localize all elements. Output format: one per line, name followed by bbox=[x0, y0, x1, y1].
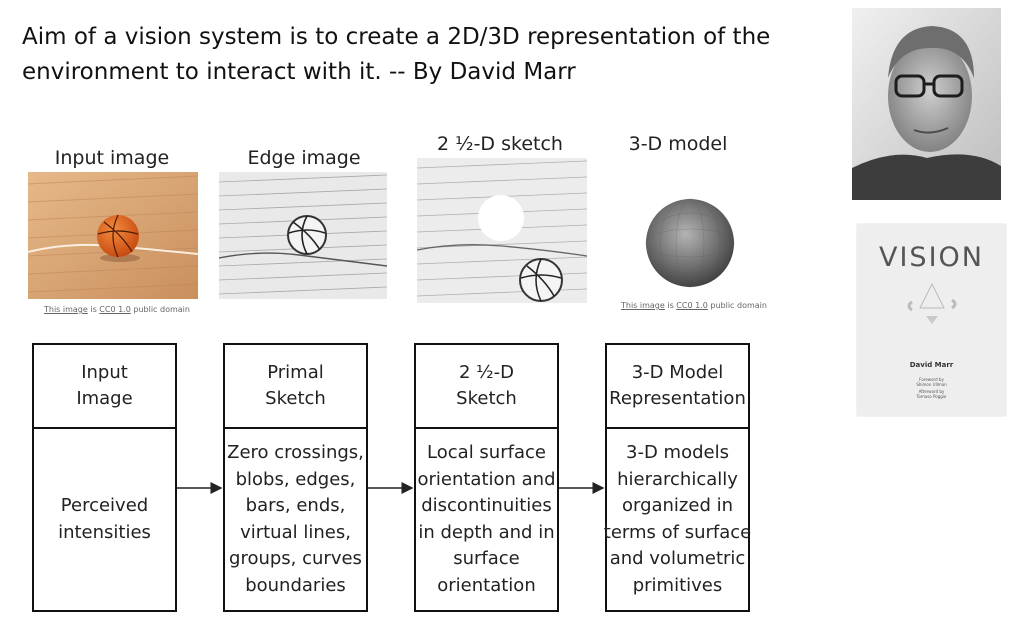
box-body-line: boundaries bbox=[245, 574, 346, 596]
stage-title-input: Input image bbox=[54, 147, 170, 169]
box-body-line: orientation bbox=[437, 574, 536, 596]
box-body-line: primitives bbox=[632, 574, 723, 596]
pipeline-box-input: Input Image Perceived intensities bbox=[32, 343, 177, 612]
vision-book-cover: VISION David Marr Foreword by Shimon Ull… bbox=[857, 224, 1006, 416]
box-body-line: Perceived bbox=[60, 495, 149, 516]
box-body-line: Local surface bbox=[427, 442, 546, 463]
box-body-line: terms of surface bbox=[603, 521, 752, 543]
portrait-photo bbox=[852, 8, 1001, 200]
image-credit-right: This image is CC0 1.0 public domain bbox=[621, 301, 767, 310]
box-body-line: Zero crossings, bbox=[227, 442, 364, 463]
3d-model-image bbox=[640, 193, 740, 293]
box-body-line: organized in bbox=[621, 495, 734, 516]
box-body: Zero crossings, blobs, edges, bars, ends… bbox=[225, 429, 366, 610]
book-author: David Marr bbox=[909, 361, 954, 369]
box-body-line: surface bbox=[453, 548, 520, 569]
box-body-line: hierarchically bbox=[617, 468, 738, 490]
book-afterword-name: Tomaso Poggio bbox=[916, 394, 947, 399]
box-header: 2 ½-D Sketch bbox=[416, 345, 557, 429]
credit-text: public domain bbox=[707, 301, 767, 310]
heading-line-1: Aim of a vision system is to create a 2D… bbox=[22, 24, 771, 50]
box-body-line: in depth and in bbox=[418, 521, 555, 543]
box-header-line: Input bbox=[81, 362, 128, 383]
box-body-line: orientation and bbox=[417, 468, 556, 490]
box-body: Perceived intensities bbox=[34, 429, 175, 610]
box-body: 3-D models hierarchically organized in t… bbox=[603, 429, 752, 610]
box-body-line: bars, ends, bbox=[245, 495, 346, 516]
credit-link-license[interactable]: CC0 1.0 bbox=[99, 305, 131, 314]
book-afterword-label: Afterword by bbox=[918, 389, 945, 394]
box-header: Input Image bbox=[34, 345, 175, 429]
credit-link-license[interactable]: CC0 1.0 bbox=[676, 301, 708, 310]
pipeline-box-3d-model: 3-D Model Representation 3-D models hier… bbox=[603, 343, 752, 612]
box-body: Local surface orientation and discontinu… bbox=[416, 429, 557, 610]
stage-title-3d: 3-D model bbox=[628, 133, 728, 155]
heading-line-2: environment to interact with it. -- By D… bbox=[22, 59, 576, 85]
box-header-line: Image bbox=[76, 388, 133, 409]
slide-heading: Aim of a vision system is to create a 2D… bbox=[22, 20, 822, 90]
stage-title-edge: Edge image bbox=[247, 147, 361, 169]
box-body-line: 3-D models bbox=[626, 442, 729, 463]
box-body-line: intensities bbox=[58, 521, 151, 543]
box-body-line: and volumetric bbox=[609, 548, 746, 569]
box-header-line: Sketch bbox=[456, 388, 517, 409]
box-header-line: 3-D Model bbox=[631, 362, 724, 383]
box-header-line: Primal bbox=[267, 362, 324, 383]
box-body-line: virtual lines, bbox=[240, 521, 351, 543]
pipeline-box-sketch: 2 ½-D Sketch Local surface orientation a… bbox=[414, 343, 559, 612]
box-header: 3-D Model Representation bbox=[607, 345, 748, 429]
pipeline-box-primal: Primal Sketch Zero crossings, blobs, edg… bbox=[223, 343, 368, 612]
image-credit-left: This image is CC0 1.0 public domain bbox=[44, 305, 190, 314]
stage-title-sketch: 2 ½-D sketch bbox=[437, 133, 563, 155]
box-body-line: groups, curves bbox=[229, 548, 362, 569]
book-foreword-label: Foreword by bbox=[919, 377, 944, 382]
credit-text: is bbox=[664, 301, 677, 310]
credit-text: public domain bbox=[130, 305, 190, 314]
box-body-line: discontinuities bbox=[421, 495, 552, 516]
box-header: Primal Sketch bbox=[225, 345, 366, 429]
input-image bbox=[28, 172, 198, 299]
box-header-line: Sketch bbox=[265, 388, 326, 409]
box-header-line: Representation bbox=[609, 388, 746, 409]
edge-image bbox=[219, 172, 387, 299]
book-cover-emblem bbox=[907, 282, 957, 324]
box-header-line: 2 ½-D bbox=[459, 362, 514, 383]
sketch-image bbox=[417, 158, 587, 303]
book-foreword-name: Shimon Ullman bbox=[916, 382, 947, 387]
credit-link-image[interactable]: This image bbox=[621, 301, 665, 310]
credit-link-image[interactable]: This image bbox=[44, 305, 88, 314]
book-title: VISION bbox=[879, 242, 984, 273]
box-body-line: blobs, edges, bbox=[235, 468, 356, 490]
credit-text: is bbox=[87, 305, 100, 314]
